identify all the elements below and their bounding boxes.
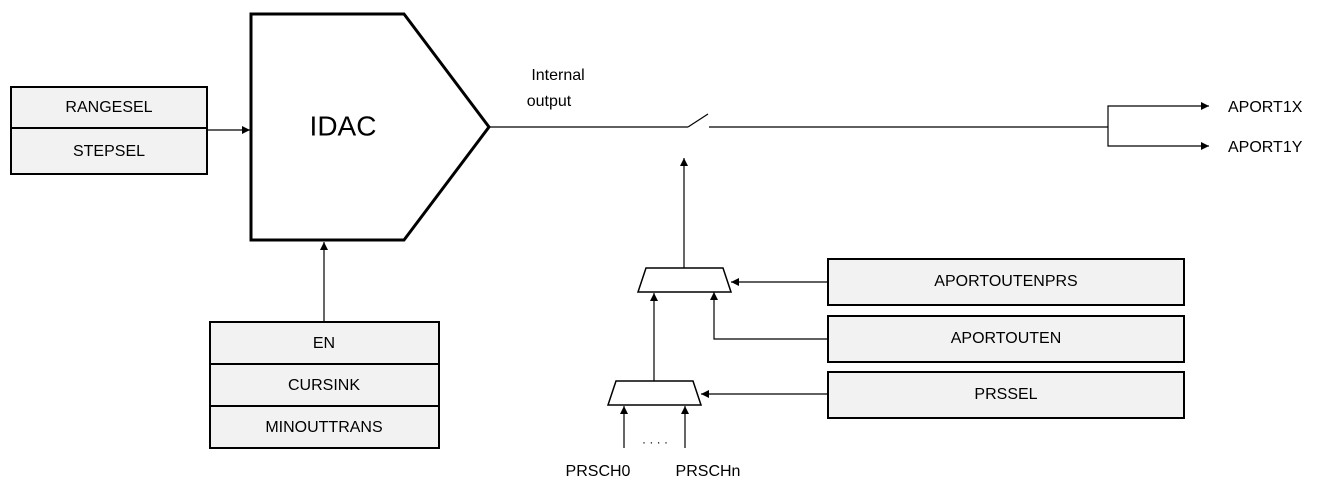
register-aportoutenprs <box>827 258 1185 306</box>
select-register-group: APORTOUTENPRS APORTOUTEN PRSSEL <box>827 258 1185 419</box>
output-aport1x-label: APORT1X <box>1228 99 1303 116</box>
register-en-label: EN <box>313 335 335 352</box>
register-aportoutenprs-label: APORTOUTENPRS <box>934 273 1077 290</box>
prs-channel-ellipsis: · · · · <box>642 435 668 449</box>
aport1y-branch <box>1107 127 1209 150</box>
register-prssel-label: PRSSEL <box>974 386 1037 403</box>
control-register-group: EN CURSINK MINOUTTRANS <box>209 321 440 449</box>
internal-output-label-line2: output <box>527 93 572 110</box>
internal-output-label-line1: Internal <box>531 67 584 84</box>
register-cursink <box>209 363 440 407</box>
register-rangesel <box>10 86 208 129</box>
register-stepsel <box>10 127 208 175</box>
prschn-label: PRSCHn <box>676 463 741 480</box>
idac-block <box>249 12 491 242</box>
register-aportouten <box>827 315 1185 363</box>
output-aport1y-label: APORT1Y <box>1228 139 1303 156</box>
aportouten-to-mux-arrow <box>710 292 828 340</box>
register-rangesel-label: RANGESEL <box>65 99 152 116</box>
input-register-group: RANGESEL STEPSEL <box>10 86 208 175</box>
register-aportouten-label: APORTOUTEN <box>951 330 1062 347</box>
register-stepsel-label: STEPSEL <box>73 143 145 160</box>
aport1x-branch <box>1107 102 1209 127</box>
register-minouttrans-label: MINOUTTRANS <box>265 419 382 436</box>
idac-label: IDAC <box>310 110 377 141</box>
prs-channel-mux <box>606 380 703 406</box>
aport-output-mux <box>636 267 733 293</box>
register-prssel <box>827 371 1185 419</box>
register-minouttrans <box>209 405 440 449</box>
aport-switch <box>687 113 709 128</box>
prsch0-label: PRSCH0 <box>566 463 631 480</box>
register-cursink-label: CURSINK <box>288 377 360 394</box>
